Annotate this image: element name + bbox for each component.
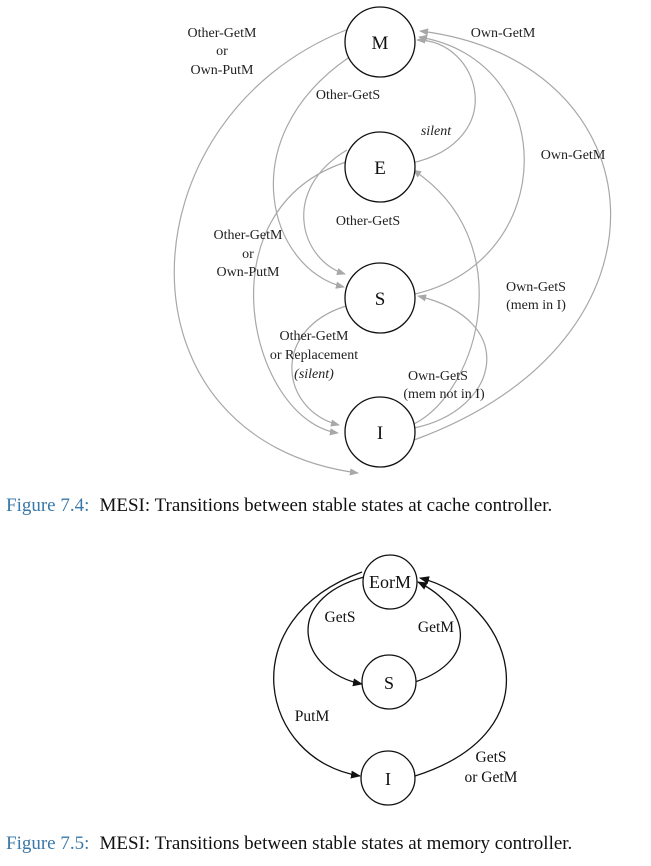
figure-7-5-caption-text: MESI: Transitions between stable states … <box>99 833 572 854</box>
label-own-gets-not-1: Own-GetS <box>408 369 468 384</box>
edge-e-to-m-silent <box>411 36 476 164</box>
state-e-label: E <box>374 158 386 179</box>
label-gets: GetS <box>325 609 356 626</box>
label-s-other-getm-3: (silent) <box>294 367 334 382</box>
edge-s-to-m <box>414 34 525 295</box>
label-other-gets-e: Other-GetS <box>336 214 400 229</box>
state-m: M <box>344 6 416 78</box>
figure-7-5-caption: Figure 7.5: MESI: Transitions between st… <box>6 833 572 854</box>
label-own-getm-right: Own-GetM <box>541 148 606 163</box>
label-e-left-1: Other-GetM <box>214 228 283 243</box>
edge-i-to-e <box>412 169 480 425</box>
figure-7-4-caption-number: Figure 7.4: <box>6 495 89 516</box>
state-i-mem-label: I <box>385 769 391 789</box>
figure-7-4-caption: Figure 7.4: MESI: Transitions between st… <box>6 495 552 516</box>
edge-e-to-i <box>252 161 347 436</box>
state-i: I <box>344 396 416 468</box>
label-gets-or-getm-2: or GetM <box>465 769 518 786</box>
state-e: E <box>344 131 416 203</box>
edge-eorm-to-s <box>307 576 365 687</box>
state-s-mem: S <box>361 654 417 710</box>
edge-i-to-eorm <box>414 576 508 777</box>
edge-s-to-eorm <box>414 581 462 683</box>
edge-i-to-s <box>413 294 488 429</box>
label-own-gets-mem-i-1: Own-GetS <box>506 280 566 295</box>
figure-7-5-caption-number: Figure 7.5: <box>6 833 89 854</box>
label-other-gets-m: Other-GetS <box>316 88 380 103</box>
label-e-left-3: Own-PutM <box>216 265 280 280</box>
label-s-other-getm-2: or Replacement <box>270 348 358 363</box>
state-s: S <box>344 262 416 334</box>
state-m-label: M <box>372 33 389 54</box>
state-i-mem: I <box>360 750 416 806</box>
edge-i-to-m-outer <box>413 28 612 441</box>
fig75-edges <box>273 571 508 779</box>
edge-m-to-s <box>272 57 349 289</box>
label-s-other-getm-1: Other-GetM <box>280 329 349 344</box>
label-own-gets-mem-i-2: (mem in I) <box>506 298 566 313</box>
label-own-getm-top: Own-GetM <box>471 26 536 41</box>
state-i-label: I <box>377 423 383 444</box>
label-silent-e: silent <box>421 124 452 139</box>
label-m-left-2: or <box>216 44 228 59</box>
figure-7-4-caption-text: MESI: Transitions between stable states … <box>99 495 552 516</box>
state-s-mem-label: S <box>384 673 394 693</box>
label-putm: PutM <box>295 708 330 725</box>
edge-e-to-s <box>303 149 348 276</box>
label-getm: GetM <box>418 619 454 636</box>
state-eorm: EorM <box>362 554 418 610</box>
figure-7-4-diagram: M E S I Other-GetM or Own-PutM Own-GetM … <box>173 6 612 476</box>
edge-m-to-i-outer <box>173 29 359 476</box>
state-s-label: S <box>375 289 386 310</box>
edge-s-to-i <box>291 305 347 427</box>
edge-eorm-to-i <box>273 571 363 779</box>
label-gets-or-getm-1: GetS <box>476 749 507 766</box>
fig74-edges <box>173 28 612 476</box>
figure-7-5-diagram: EorM S I GetS GetM PutM GetS or GetM <box>273 554 518 806</box>
label-own-gets-not-2: (mem not in I) <box>403 387 485 402</box>
label-m-left-3: Own-PutM <box>190 63 254 78</box>
label-m-left-1: Other-GetM <box>188 26 257 41</box>
state-eorm-label: EorM <box>369 572 411 592</box>
label-e-left-2: or <box>242 247 254 262</box>
